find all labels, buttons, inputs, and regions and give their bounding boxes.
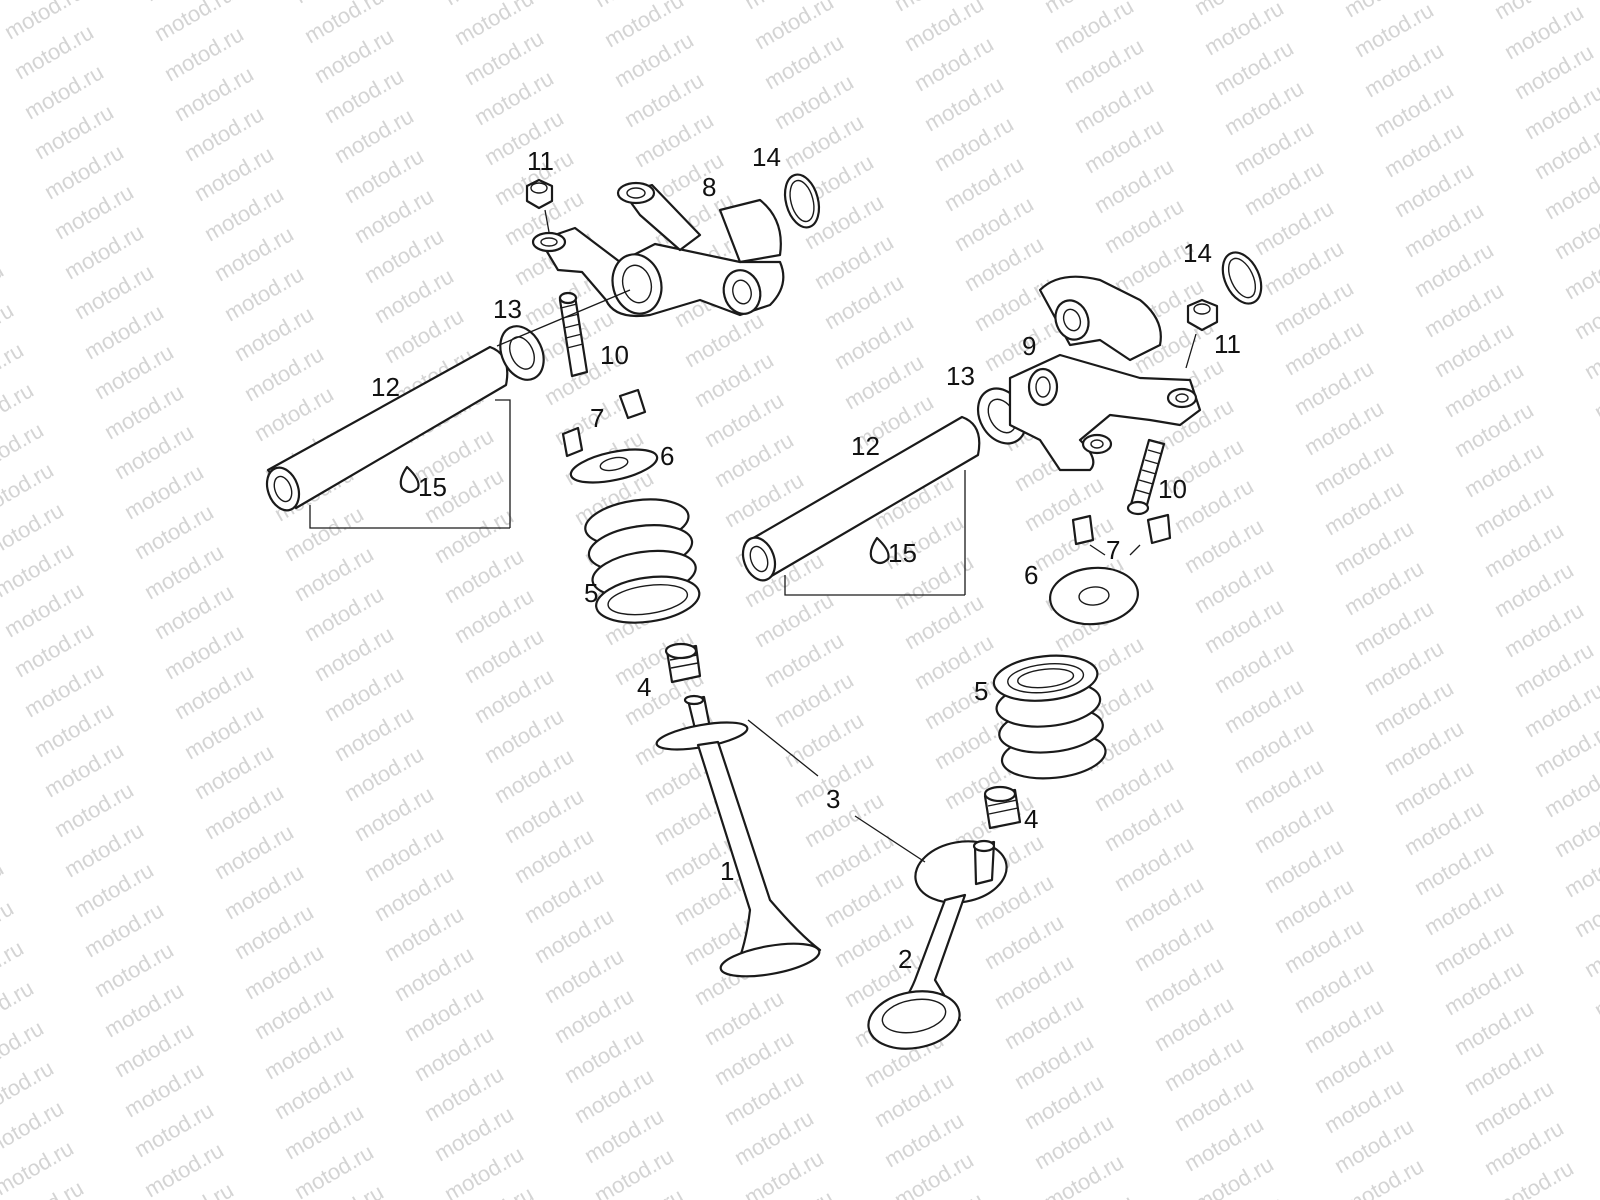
rocker-shaft-right <box>741 415 981 596</box>
callout-2: 2 <box>898 944 912 974</box>
callout-15-left: 15 <box>418 472 447 502</box>
valve-spring-right <box>992 654 1107 780</box>
valve-right <box>867 839 1008 1050</box>
valve-left <box>655 694 822 978</box>
callout-11-right: 11 <box>1214 329 1241 359</box>
spring-retainer-right <box>1048 566 1140 626</box>
callout-11-left: 11 <box>527 146 554 176</box>
valve-collets-left <box>561 388 647 458</box>
spring-retainer-left <box>569 448 659 484</box>
callout-14-left: 14 <box>752 142 781 172</box>
callout-12-right: 12 <box>851 431 880 461</box>
valve-stem-seal-right <box>983 785 1022 830</box>
callout-13-left: 13 <box>493 294 522 324</box>
callout-1: 1 <box>720 856 734 886</box>
callout-4-right: 4 <box>1024 804 1038 834</box>
callout-12-left: 12 <box>371 372 400 402</box>
callout-6-left: 6 <box>660 441 674 471</box>
callout-7-left: 7 <box>590 403 604 433</box>
callout-4-left: 4 <box>637 672 651 702</box>
callout-6-right: 6 <box>1024 560 1038 590</box>
callout-10-right: 10 <box>1158 474 1187 504</box>
lubricant-drop-icon <box>399 465 420 494</box>
locknut-right <box>1185 298 1219 369</box>
callout-5-right: 5 <box>974 676 988 706</box>
callout-7-right: 7 <box>1106 535 1120 565</box>
callout-8: 8 <box>702 172 716 202</box>
lubricant-drop-icon <box>869 536 890 565</box>
callout-5-left: 5 <box>584 578 598 608</box>
locknut-left <box>525 178 554 233</box>
callout-15-right: 15 <box>888 538 917 568</box>
callout-14-right: 14 <box>1183 238 1212 268</box>
valve-spring-left <box>584 498 701 624</box>
callout-3: 3 <box>826 784 840 814</box>
valve-stem-seal-left <box>664 642 702 684</box>
rocker-arm-left <box>496 181 785 347</box>
callout-10-left: 10 <box>600 340 629 370</box>
o-ring-left <box>783 173 821 229</box>
valve-collets-right <box>1071 513 1172 556</box>
callout-9: 9 <box>1022 331 1036 361</box>
rocker-arm-right <box>1008 275 1202 472</box>
callout-13-right: 13 <box>946 361 975 391</box>
o-ring-right <box>1221 251 1263 305</box>
adjusting-screw-right <box>1126 438 1166 516</box>
